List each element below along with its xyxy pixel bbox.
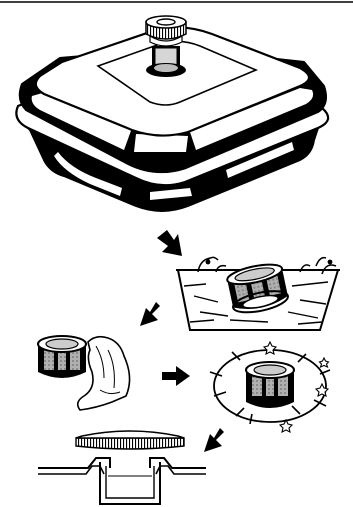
arrow-to-soak bbox=[157, 230, 182, 256]
wipe-valve-with-cloth-icon bbox=[38, 336, 130, 410]
covered-pot-with-valve-icon bbox=[16, 16, 328, 211]
clean-sparkling-valve-icon bbox=[210, 342, 330, 432]
valve-soaking-in-water-icon bbox=[176, 257, 340, 330]
arrow-to-refit bbox=[204, 428, 224, 452]
arrow-to-wipe bbox=[140, 302, 160, 326]
reinstall-valve-in-lid-icon bbox=[38, 431, 206, 504]
arrow-to-clean bbox=[162, 366, 190, 386]
